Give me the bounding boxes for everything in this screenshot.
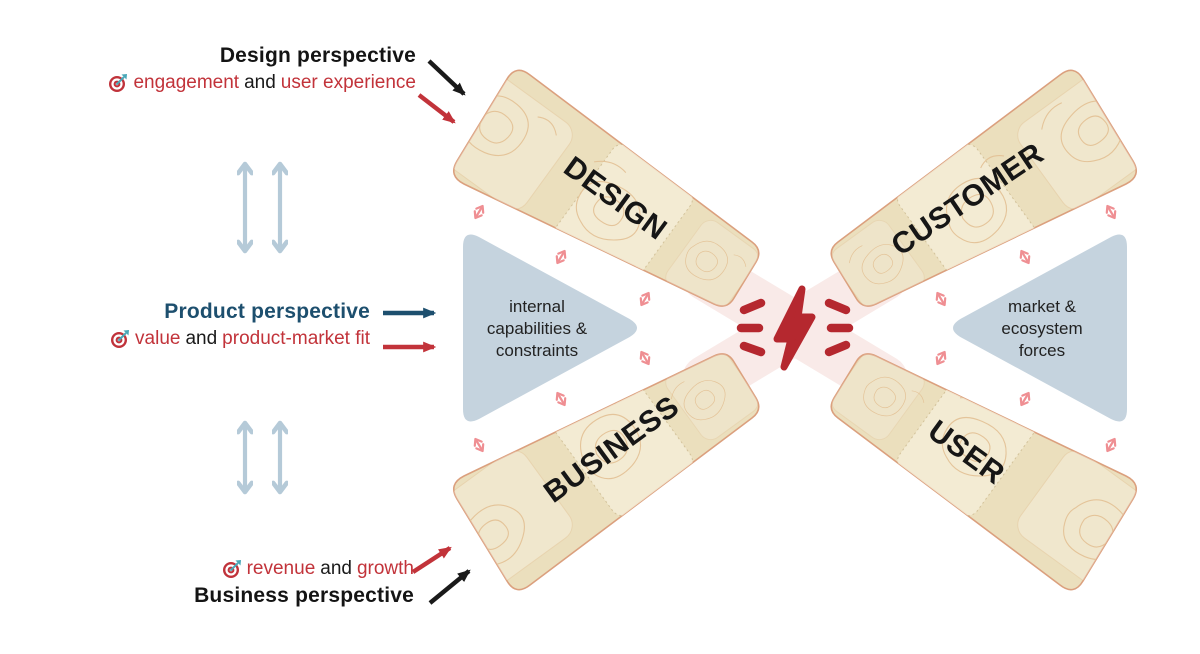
goal-text: revenue (246, 558, 316, 579)
business-annotation-arrow-black (428, 569, 471, 605)
design-annotation-arrow-black (427, 59, 466, 96)
product-perspective-title: Product perspective (164, 300, 370, 323)
tension-double-arrows-top (245, 164, 280, 251)
goal-text: product-market fit (222, 328, 370, 349)
product-perspective-goal: value and product-market fit (110, 328, 370, 350)
zone-internal-shape (463, 234, 637, 422)
zone-market-line2: ecosystem (1001, 319, 1083, 338)
goal-text: user experience (280, 72, 416, 93)
business-annotation-arrow-red (411, 546, 452, 574)
target-icon (110, 329, 130, 349)
business-perspective-goal: revenue and growth (194, 558, 414, 580)
zone-internal-text: internal capabilities & constraints (453, 296, 621, 362)
lightning-bolt-icon (736, 285, 854, 371)
wedge-business-shape (452, 353, 760, 591)
design-perspective-title: Design perspective (219, 44, 416, 67)
zone-market-line3: forces (1018, 341, 1066, 360)
zone-market-line1: market & (1007, 297, 1077, 316)
exchange-double-arrows (473, 204, 1117, 453)
business-perspective-title: Business perspective (194, 584, 414, 607)
product-perspective-block: Product perspective value and product-ma… (110, 300, 370, 350)
zone-internal-line2: capabilities & (486, 319, 588, 338)
zone-market-text: market & ecosystem forces (958, 296, 1126, 362)
target-icon (108, 73, 128, 93)
goal-join-text: and (244, 72, 276, 93)
zone-internal-line3: constraints (495, 341, 579, 360)
goal-join-text: and (320, 558, 352, 579)
target-icon (222, 559, 242, 579)
tension-double-arrows-bottom (245, 423, 280, 492)
goal-text: engagement (133, 72, 240, 93)
goal-text: value (135, 328, 181, 349)
design-perspective-goal: engagement and user experience (108, 72, 416, 94)
goal-text: growth (356, 558, 414, 579)
zone-market-shape (953, 234, 1127, 422)
business-perspective-block: revenue and growth Business perspective (194, 558, 414, 608)
design-perspective-block: Design perspective engagement and user e… (108, 44, 416, 94)
goal-join-text: and (185, 328, 218, 349)
design-annotation-arrow-red (417, 93, 456, 124)
zone-internal-line1: internal (509, 297, 565, 316)
